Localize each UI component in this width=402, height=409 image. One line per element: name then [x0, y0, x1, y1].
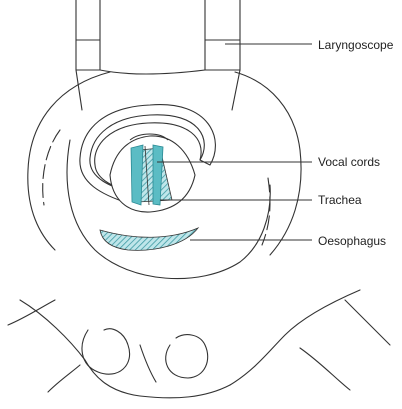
label-oesophagus: Oesophagus — [318, 234, 386, 248]
outer-face-contour — [28, 72, 110, 250]
label-laryngoscope: Laryngoscope — [318, 38, 393, 52]
vocal-cord-left — [131, 145, 143, 205]
label-trachea: Trachea — [318, 193, 362, 207]
laryngoscope-handle — [76, 0, 240, 110]
oesophagus-hatched — [100, 228, 198, 250]
label-vocal-cords: Vocal cords — [318, 155, 380, 169]
